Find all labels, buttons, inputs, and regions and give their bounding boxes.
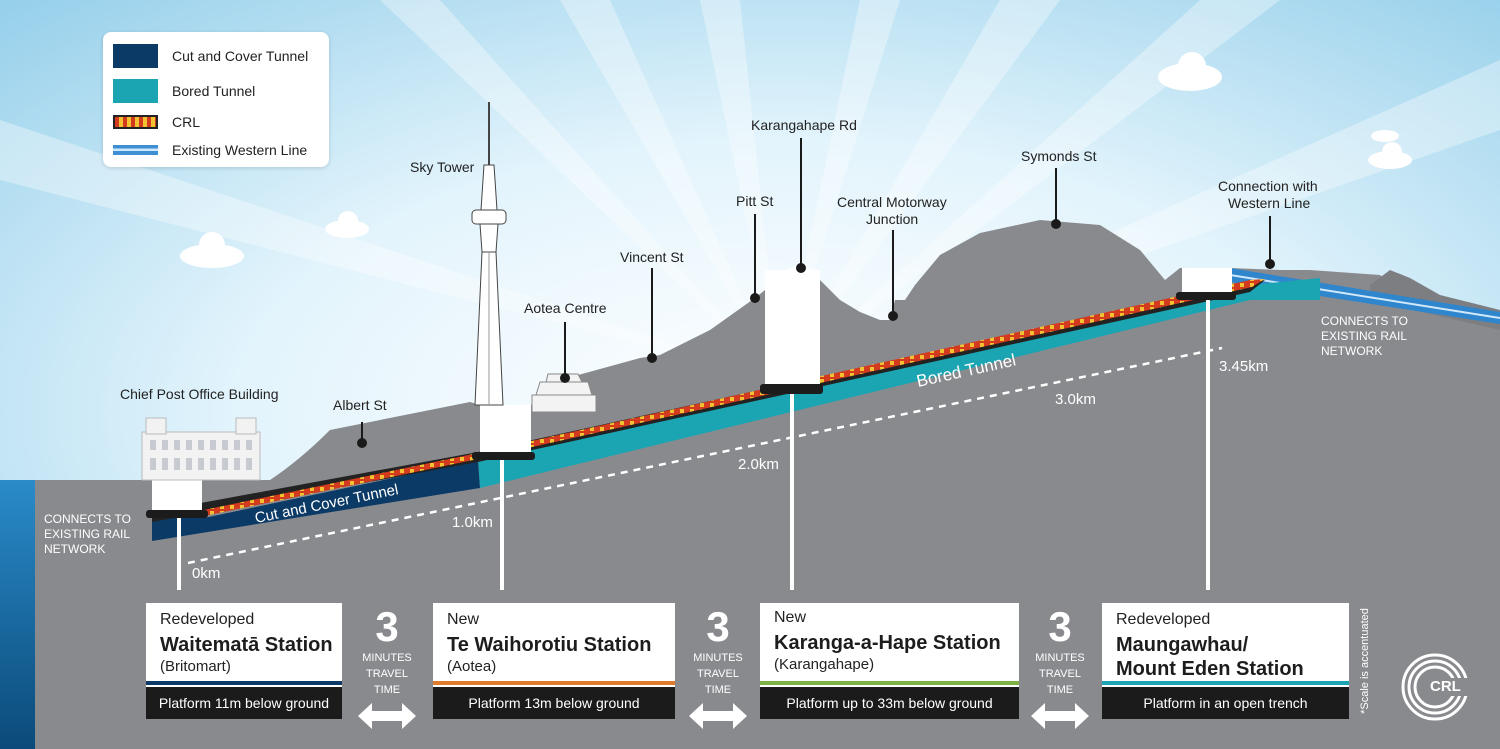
travel-minutes: 3 (375, 603, 399, 650)
bored-tunnel (478, 278, 1320, 488)
harbour-water (0, 480, 40, 749)
crl-logo-rings-icon (1401, 653, 1470, 721)
connects-line: CONNECTS TO (44, 512, 131, 526)
connects-line: NETWORK (1321, 344, 1383, 358)
platform-depth: Platform in an open trench (1102, 687, 1349, 719)
crl-logo: CRL (1400, 652, 1470, 722)
label-karangahape-rd: Karangahape Rd (751, 117, 857, 133)
sky-tower (471, 102, 507, 406)
station-card-karanga-a-hape: New Karanga-a-Hape Station (Karangahape)… (760, 603, 1019, 719)
label-central-motorway: Central Motorway (837, 194, 947, 210)
legend-label: Existing Western Line (172, 142, 308, 158)
legend-item: Existing Western Line (113, 142, 307, 158)
legend: Cut and Cover Tunnel Bored Tunnel CRL Ex… (103, 32, 329, 167)
label-western-line: Western Line (1228, 195, 1311, 211)
travel-minutes: 3 (706, 603, 730, 650)
crl-logo-text: CRL (1430, 678, 1461, 695)
legend-item: CRL (113, 114, 200, 130)
connects-left-label: CONNECTS TO EXISTING RAIL NETWORK (44, 512, 131, 557)
station-kicker: Redeveloped (160, 611, 255, 628)
chief-post-office-building (141, 417, 261, 481)
label-connection-with: Connection with (1218, 178, 1318, 194)
travel-caption: TIME (1046, 684, 1074, 696)
station-subtitle: (Britomart) (160, 658, 231, 675)
scale-note: *Scale is accentuated (1359, 608, 1371, 714)
label-aotea-centre: Aotea Centre (524, 300, 607, 316)
legend-item: Cut and Cover Tunnel (113, 44, 308, 68)
station-subtitle: (Aotea) (447, 658, 497, 675)
legend-label: Bored Tunnel (172, 83, 256, 99)
station-pillars (177, 300, 1210, 603)
station-shafts (152, 264, 1232, 514)
distance-label: 3.0km (1055, 391, 1096, 408)
connects-line: NETWORK (44, 542, 106, 556)
station-subtitle: (Karangahape) (774, 656, 875, 673)
travel-caption: TIME (373, 684, 401, 696)
distance-label: 0km (192, 565, 221, 582)
double-arrow-icon (358, 703, 416, 729)
travel-caption: MINUTES (1035, 652, 1085, 664)
platform-depth: Platform up to 33m below ground (760, 687, 1019, 719)
distance-label: 1.0km (452, 514, 493, 531)
platform-depth: Platform 13m below ground (433, 687, 675, 719)
station-accent-bar (146, 681, 342, 685)
connects-line: EXISTING RAIL (44, 527, 131, 541)
station-name-line: Maungawhau/ (1116, 634, 1249, 656)
travel-time-3: 3 MINUTES TRAVEL TIME (1028, 605, 1092, 736)
label-vincent-st: Vincent St (620, 249, 684, 265)
clouds (180, 52, 1412, 268)
bored-swatch (113, 79, 158, 103)
cut-cover-swatch (113, 44, 158, 68)
crl-line (204, 279, 1265, 516)
legend-label: CRL (172, 114, 201, 130)
platform-depth: Platform 11m below ground (146, 687, 342, 719)
travel-time-2: 3 MINUTES TRAVEL TIME (686, 605, 750, 736)
station-kicker: Redeveloped (1116, 611, 1211, 628)
travel-caption: TRAVEL (697, 668, 739, 680)
station-accent-bar (760, 681, 1019, 685)
station-card-waitemata: Redeveloped Waitematā Station (Britomart… (146, 603, 342, 719)
label-albert-st: Albert St (333, 397, 387, 413)
travel-time-1: 3 MINUTES TRAVEL TIME (355, 605, 419, 736)
station-accent-bar (1102, 681, 1349, 685)
distance-label: 2.0km (738, 456, 779, 473)
connects-line: EXISTING RAIL (1321, 329, 1408, 343)
legend-item: Bored Tunnel (113, 79, 255, 103)
double-arrow-icon (689, 703, 747, 729)
station-name: Waitematā Station (160, 634, 333, 656)
station-name: Karanga-a-Hape Station (774, 632, 1001, 654)
station-card-te-waihorotiu: New Te Waihorotiu Station (Aotea) Platfo… (433, 603, 675, 719)
station-name: Te Waihorotiu Station (447, 634, 652, 656)
legend-label: Cut and Cover Tunnel (172, 48, 309, 64)
connects-line: CONNECTS TO (1321, 314, 1408, 328)
connects-right-label: CONNECTS TO EXISTING RAIL NETWORK (1321, 314, 1408, 359)
leader-lines (357, 138, 1275, 448)
station-accent-bar (433, 681, 675, 685)
label-junction: Junction (866, 211, 919, 227)
travel-caption: MINUTES (693, 652, 743, 664)
label-chief-post-office: Chief Post Office Building (120, 386, 279, 402)
double-arrow-icon (1031, 703, 1089, 729)
station-card-maungawhau: Redeveloped Maungawhau/ Mount Eden Stati… (1102, 603, 1349, 719)
station-kicker: New (447, 611, 480, 628)
station-kicker: New (774, 609, 807, 626)
travel-caption: TIME (704, 684, 732, 696)
travel-caption: TRAVEL (366, 668, 408, 680)
label-pitt-st: Pitt St (736, 193, 774, 209)
travel-minutes: 3 (1048, 603, 1072, 650)
aotea-centre (531, 373, 597, 413)
label-symonds-st: Symonds St (1021, 148, 1097, 164)
station-name-line: Mount Eden Station (1116, 658, 1304, 680)
cut-and-cover-tunnel (152, 460, 480, 541)
travel-caption: MINUTES (362, 652, 412, 664)
travel-caption: TRAVEL (1039, 668, 1081, 680)
distance-label: 3.45km (1219, 358, 1269, 375)
western-line-swatch (113, 145, 158, 155)
label-sky-tower: Sky Tower (410, 159, 475, 175)
station-platforms (146, 292, 1236, 518)
crl-swatch (113, 115, 158, 129)
